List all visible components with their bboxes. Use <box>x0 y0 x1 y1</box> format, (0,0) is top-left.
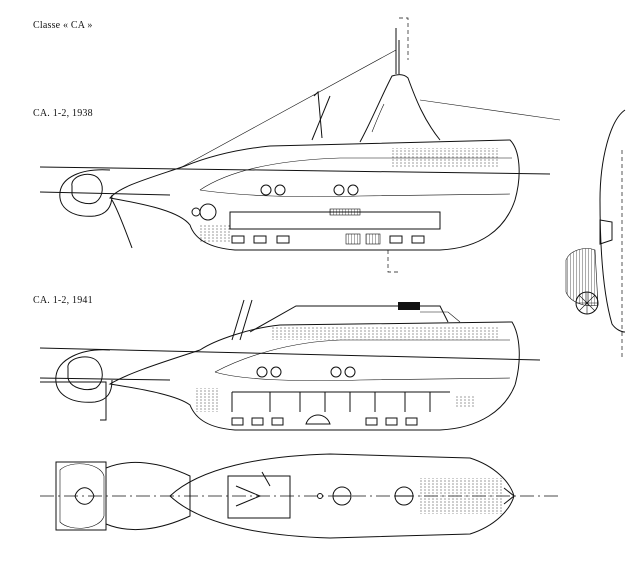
cockpit-plan <box>227 475 291 519</box>
battery-frames-1941 <box>231 391 450 412</box>
stern-cage-plan <box>55 461 107 531</box>
stern-cage-1941 <box>55 349 113 403</box>
stern-cage-1938 <box>59 169 113 217</box>
hull-port-7 <box>330 366 342 378</box>
propeller-1938 <box>199 203 217 221</box>
hull-1938 <box>109 139 520 251</box>
waterline-1941 <box>39 347 541 361</box>
profile-1941 <box>39 299 541 431</box>
caption-1941: CA. 1-2, 1941 <box>33 295 93 306</box>
hull-1941 <box>108 321 520 431</box>
cross-section <box>565 109 626 360</box>
hull-port-4 <box>347 184 359 196</box>
hull-port-6 <box>270 366 282 378</box>
profile-1938 <box>39 17 561 273</box>
section-hull <box>599 109 626 333</box>
plan-view <box>40 453 560 539</box>
net-cutter-wire-1938 <box>179 49 397 169</box>
hull-port-1 <box>260 184 272 196</box>
class-title: Classe « CA » <box>33 20 93 31</box>
hatch-1941 <box>398 302 420 310</box>
conning-tower-1938 <box>359 74 441 143</box>
hull-port-5 <box>256 366 268 378</box>
hull-port-2 <box>274 184 286 196</box>
hull-port-3 <box>333 184 345 196</box>
hull-port-8 <box>344 366 356 378</box>
caption-1938: CA. 1-2, 1938 <box>33 108 93 119</box>
deck-casing-1941 <box>249 305 449 333</box>
waterline-1938 <box>39 166 551 175</box>
